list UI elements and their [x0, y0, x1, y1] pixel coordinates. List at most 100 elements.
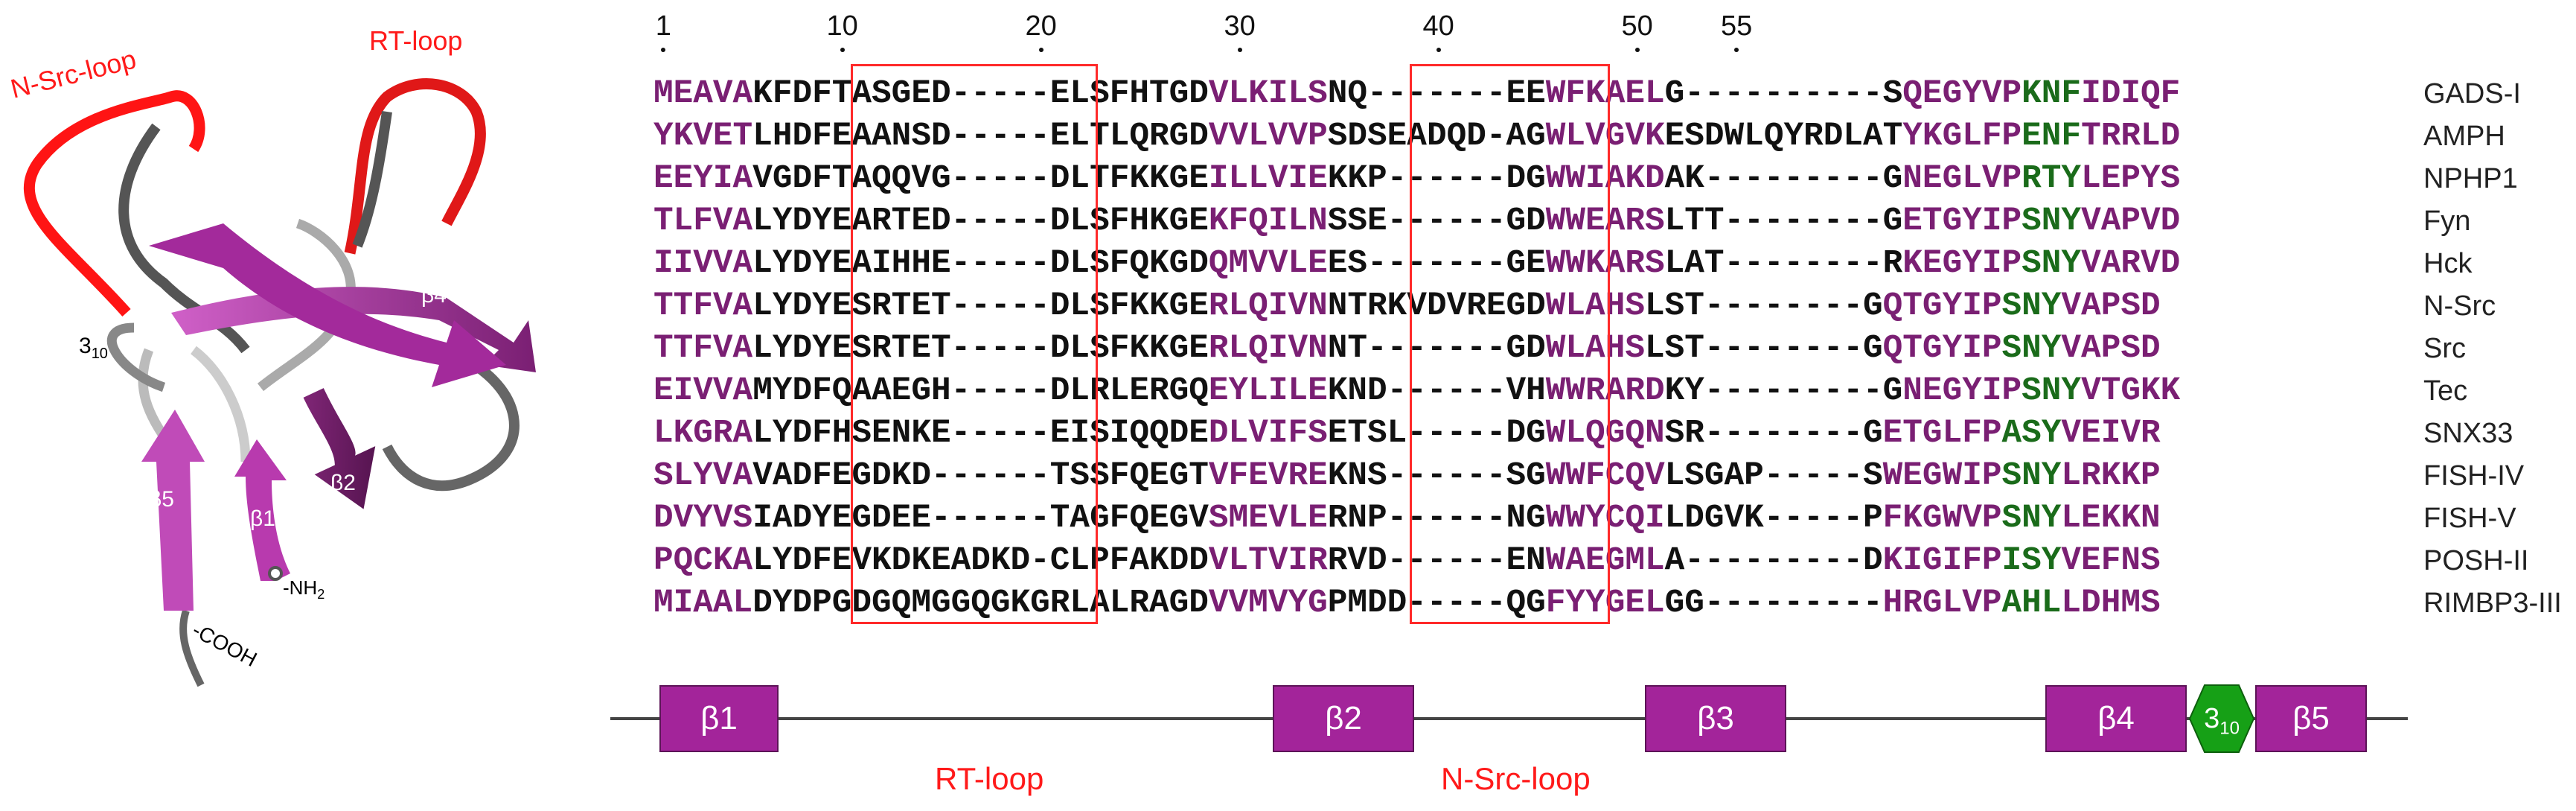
sequence-segment: WLVGVK — [1545, 118, 1665, 155]
sequence-segment: IADY — [752, 500, 832, 537]
sequence-segment: RLQIVN — [1208, 330, 1328, 367]
sequence-segment: SDSEADQD-AG — [1327, 118, 1546, 155]
position-number: 10 — [826, 10, 858, 42]
sequence-segment: ESRTET-----DLSFKKGE — [831, 287, 1209, 325]
sequence-segment: SMEVLE — [1208, 500, 1328, 537]
coil — [382, 352, 520, 492]
sequence-segment: LST--------G — [1644, 287, 1883, 325]
sequence-segment: KKP------DG — [1327, 160, 1546, 197]
protein-name: Hck — [2423, 248, 2473, 279]
sequence-segment: TRRLD — [2081, 118, 2181, 155]
alignment-row: LKGRALYDFHSENKE-----EISIQQDEDLVIFSETSL--… — [653, 413, 2161, 454]
sequence-segment: IDIQF — [2081, 75, 2181, 112]
sequence-segment: ETSL-----DG — [1327, 415, 1546, 452]
position-tick — [1634, 48, 1640, 52]
sequence-segment: ETGLFP — [1882, 415, 2002, 452]
sequence-segment: VVLVVP — [1208, 118, 1328, 155]
sequence-segment: NEGLVP — [1902, 160, 2022, 197]
sequence-segment: LYDY — [752, 330, 832, 367]
sequence-segment: KND------VH — [1327, 372, 1546, 410]
sequence-segment: VGDF — [752, 160, 832, 197]
sequence-segment: LYDF — [752, 415, 832, 452]
n-terminus-label: -NH2 — [283, 576, 325, 602]
alignment-row: SLYVAVADFEGDKD------TSSFQEGTVFEVREKNS---… — [653, 455, 2161, 497]
alignment-row: EIVVAMYDFQAAEGH-----DLRLERGQEYLILEKND---… — [653, 370, 2180, 412]
sequence-segment: KY---------G — [1664, 372, 1903, 410]
sequence-segment: WWEARS — [1545, 203, 1665, 240]
sequence-segment: VLTVIR — [1208, 542, 1328, 579]
sequence-segment: TAQQVG-----DLTFKKGE — [831, 160, 1209, 197]
ss-beta5: β5 — [2255, 685, 2367, 752]
beta3-strand — [149, 223, 506, 387]
sequence-segment: PQCKA — [653, 542, 753, 579]
sequence-segment: WAEGML — [1545, 542, 1665, 579]
coil — [106, 322, 166, 392]
sequence-segment: LYDY — [752, 203, 832, 240]
sequence-segment: FYYGEL — [1545, 585, 1665, 622]
position-tick — [1734, 48, 1739, 52]
protein-name: POSH-II — [2423, 545, 2529, 576]
sequence-segment: LYDY — [752, 245, 832, 282]
sequence-segment: QTGYIP — [1882, 330, 2002, 367]
alignment-row: PQCKALYDFEVKDKEADKD-CLPFAKDDVLTVIRRVD---… — [653, 540, 2161, 582]
alignment-row: TTFVALYDYESRTET-----DLSFKKGERLQIVNNT----… — [653, 328, 2161, 369]
sequence-segment: WFKAEL — [1545, 75, 1665, 112]
sequence-segment: SNY — [2001, 500, 2062, 537]
helix-310-label: 310 — [79, 334, 108, 363]
alignment-row: TLFVALYDYEARTED-----DLSFHKGEKFQILNSSE---… — [653, 200, 2180, 242]
beta1-label: β1 — [250, 506, 275, 531]
ss-beta2: β2 — [1273, 685, 1414, 752]
ss-beta3: β3 — [1645, 685, 1786, 752]
sequence-segment: LDHMS — [2061, 585, 2161, 622]
sequence-segment: SNY — [2001, 457, 2062, 494]
sequence-segment: LTT--------G — [1664, 203, 1903, 240]
protein-name: FISH-V — [2423, 503, 2516, 534]
sequence-segment: LEPYS — [2081, 160, 2181, 197]
sequence-segment: G----------S — [1664, 75, 1903, 112]
alignment-row: MIAALDYDPGDGQMGGQGKGRLALRAGDVVMVYGPMDD--… — [653, 582, 2161, 624]
sequence-segment: LSGAP-----S — [1664, 457, 1883, 494]
position-tick — [1038, 48, 1043, 52]
sequence-segment: ESDWLQYRDLAT — [1664, 118, 1903, 155]
sequence-segment: WLAHS — [1545, 287, 1645, 325]
sequence-segment: VAPSD — [2061, 287, 2161, 325]
ss-helix-310 — [2188, 684, 2255, 753]
sequence-segment: WWYCQI — [1545, 500, 1665, 537]
sequence-segment: AK---------G — [1664, 160, 1903, 197]
sequence-segment: FKGWVP — [1882, 500, 2002, 537]
sequence-segment: HRGLVP — [1882, 585, 2002, 622]
sequence-segment: SNY — [2022, 372, 2082, 410]
position-tick — [840, 48, 845, 52]
position-number: 20 — [1025, 10, 1057, 42]
protein-name: NPHP1 — [2423, 163, 2518, 194]
sequence-segment: SNY — [2022, 203, 2082, 240]
sequence-segment: SNY — [2001, 287, 2062, 325]
position-tick — [661, 48, 666, 52]
sequence-segment: VLKILS — [1208, 75, 1328, 112]
n-src-loop-ribbon — [23, 90, 205, 317]
sequence-segment: EAIHHE-----DLSFQKGD — [831, 245, 1209, 282]
alignment-row: DVYVSIADYEGDEE------TAGFQEGVSMEVLERNP---… — [653, 497, 2161, 539]
sequence-segment: QMVVLE — [1208, 245, 1328, 282]
helix-label-sub: 10 — [91, 346, 108, 362]
sequence-segment: MYDF — [752, 372, 832, 410]
rt-loop-label: RT-loop — [369, 25, 463, 56]
protein-name: GADS-I — [2423, 78, 2521, 109]
sequence-segment: EYLILE — [1208, 372, 1328, 410]
sequence-segment: VAPSD — [2061, 330, 2161, 367]
n-terminus-dot — [268, 566, 283, 581]
sequence-segment: EEYIA — [653, 160, 753, 197]
beta5-label: β5 — [149, 487, 174, 512]
sequence-segment: VVMVYG — [1208, 585, 1328, 622]
sequence-segment: SNY — [2001, 330, 2062, 367]
coil — [179, 609, 205, 687]
sequence-segment: WLQGQN — [1545, 415, 1665, 452]
sequence-segment: KFQILN — [1208, 203, 1328, 240]
sequence-segment: LST--------G — [1644, 330, 1883, 367]
position-number: 1 — [655, 10, 671, 42]
sequence-segment: TTFVA — [653, 330, 753, 367]
sequence-segment: VADF — [752, 457, 832, 494]
sequence-segment: EARTED-----DLSFHKGE — [831, 203, 1209, 240]
alignment-row: EEYIAVGDFTAQQVG-----DLTFKKGEILLVIEKKP---… — [653, 158, 2180, 200]
beta3-label: β3 — [371, 365, 396, 389]
